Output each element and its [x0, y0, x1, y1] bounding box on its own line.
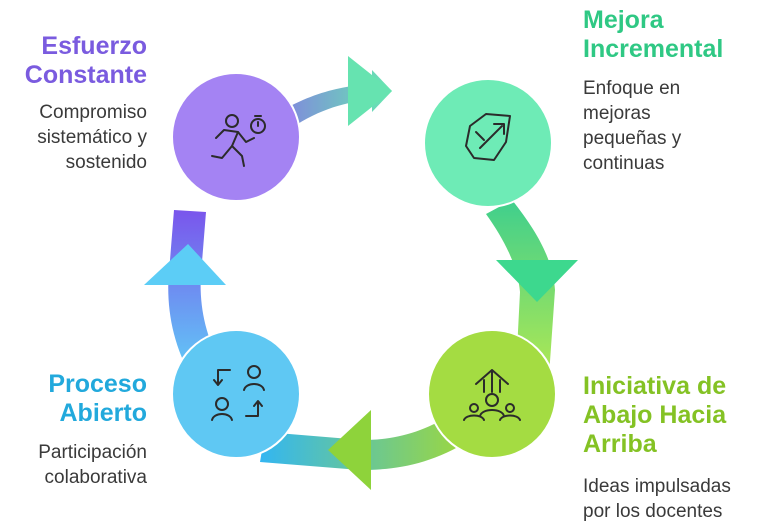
step-description-proceso: Participación colaborativa — [38, 442, 147, 488]
arrow-right — [486, 200, 555, 390]
arrow-bottom-head — [328, 410, 371, 490]
step-description-esfuerzo: Compromiso sistemático y sostenido — [37, 102, 147, 173]
step-title-mejora: Mejora Incremental — [583, 6, 724, 63]
arrow-left-head — [144, 244, 226, 285]
step-title-iniciativa: Iniciativa de Abajo Hacia Arriba — [583, 372, 727, 458]
group-upward-arrow-icon — [463, 369, 521, 421]
arrow-right-head — [496, 260, 578, 302]
running-person-stopwatch-icon — [211, 114, 266, 167]
step-description-iniciativa: Ideas impulsadas por los docentes — [583, 476, 731, 522]
node-proceso-circle — [171, 329, 301, 459]
step-description-mejora: Enfoque en mejoras pequeñas y continuas — [583, 78, 682, 174]
arrow-top-head — [348, 56, 392, 126]
step-title-proceso: Proceso Abierto — [48, 370, 147, 427]
growth-arrow-tag-icon — [465, 113, 511, 161]
step-title-esfuerzo: Esfuerzo Constante — [24, 32, 147, 89]
people-exchange-icon — [211, 365, 265, 421]
node-mejora-circle — [423, 78, 553, 208]
